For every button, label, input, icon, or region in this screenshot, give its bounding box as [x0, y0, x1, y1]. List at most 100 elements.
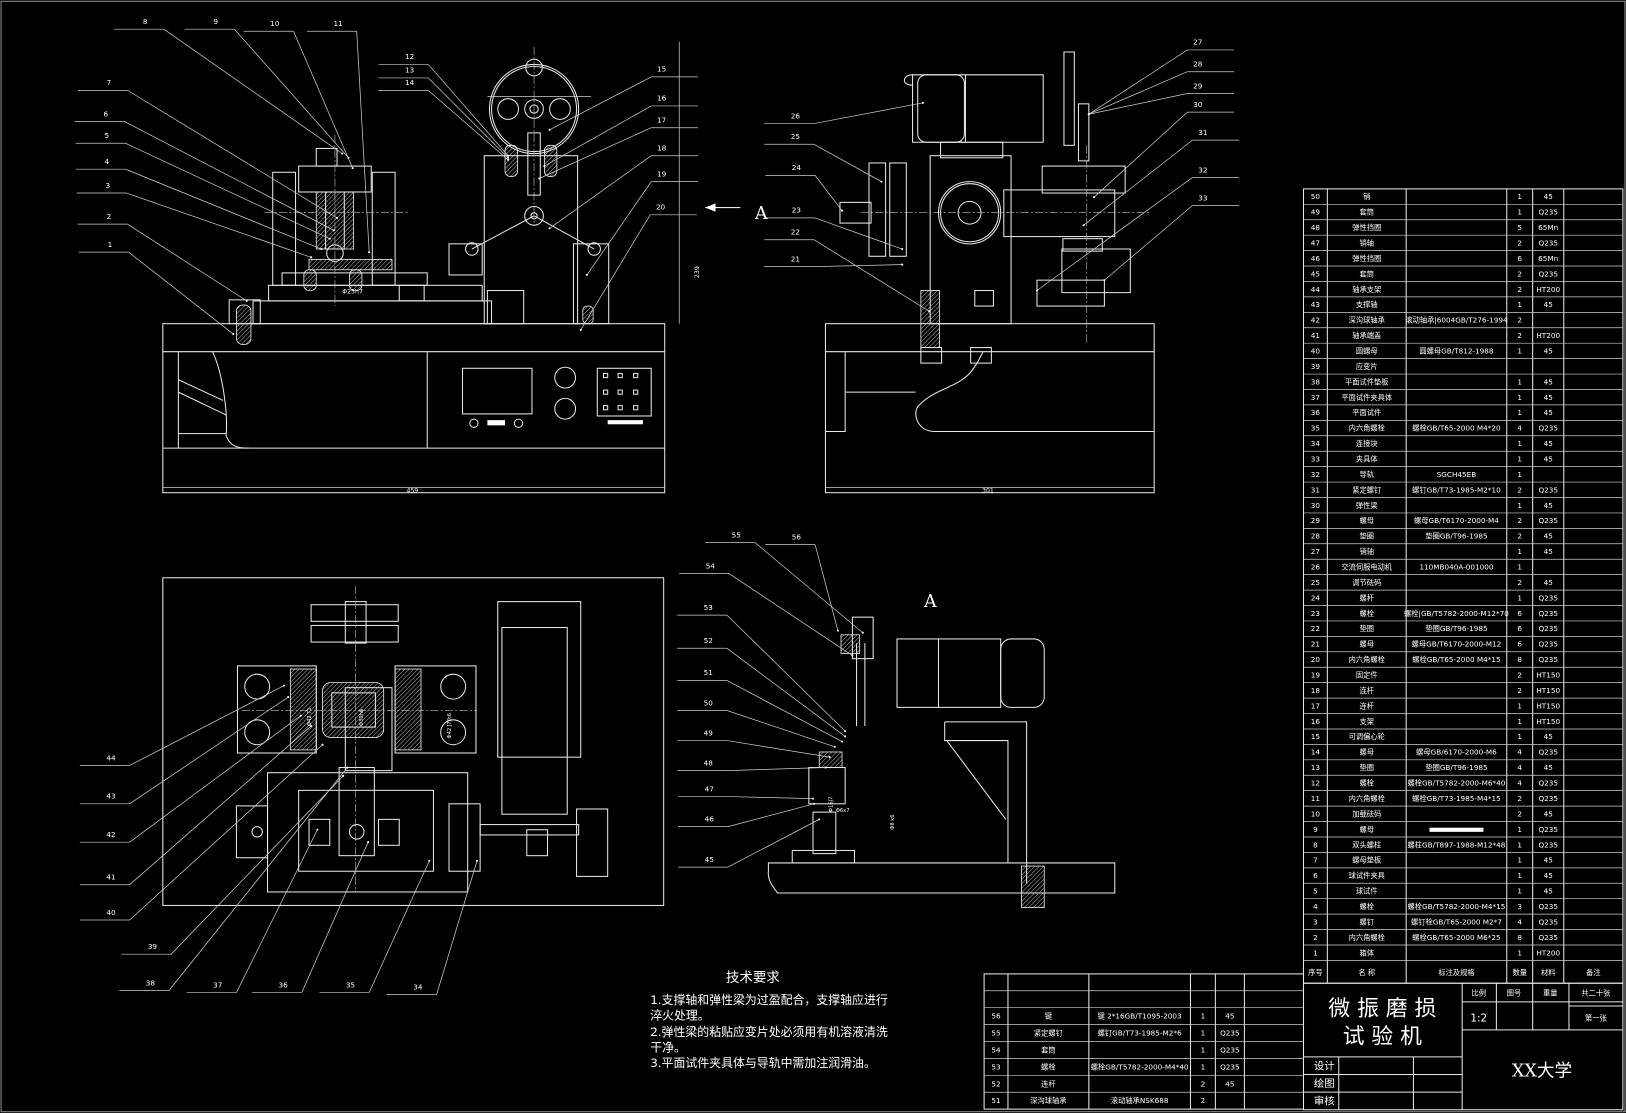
callout-leader [814, 544, 839, 631]
parts-cell-name: 圆螺母 [1356, 346, 1378, 355]
parts-cell-no: 42 [1311, 316, 1320, 325]
callout-number: 39 [148, 942, 158, 951]
parts-cell-material: Q235 [1538, 485, 1558, 494]
parts-cell-no: 3 [1313, 917, 1318, 926]
parts-cell-no: 18 [1311, 686, 1321, 695]
parts-cell-qty: 1 [1517, 393, 1522, 402]
parts-cell-material: Q235 [1538, 655, 1558, 664]
weight-label: 重量 [1543, 989, 1558, 998]
callout-17: 17 [538, 116, 698, 180]
callout-39: 39 [121, 774, 345, 955]
callout-leader [168, 767, 348, 991]
callout-dot [901, 263, 904, 266]
callout-50: 50 [677, 698, 836, 748]
callout-leader [549, 155, 652, 229]
parts-cell-material: 45 [1544, 732, 1553, 741]
parts-cell-no: 25 [1311, 578, 1320, 587]
parts-cell-name: 弹性挡圈 [1352, 254, 1381, 263]
parts-cell-spec: 螺栓GB/T65-2000 M6*25 [1412, 933, 1500, 942]
drafter-label: 绘图 [1314, 1077, 1335, 1090]
parts-cell-material: 45 [1544, 439, 1553, 448]
front-view [162, 46, 666, 494]
callout-49: 49 [677, 728, 831, 759]
callout-dot [332, 229, 335, 232]
parts-cell-spec: 螺栓GB/T5782-2000-M4*40 [1091, 1062, 1189, 1071]
parts-cell-qty: 1 [1517, 470, 1522, 479]
callout-38: 38 [119, 766, 349, 991]
callout-number: 24 [792, 163, 802, 172]
parts-cell-no: 16 [1311, 717, 1321, 726]
callout-dot [1035, 289, 1039, 292]
parts-cell-no: 44 [1311, 285, 1321, 294]
dim-shaft-d: Φ8 k6 [890, 814, 896, 829]
callout-number: 44 [106, 753, 116, 762]
parts-cell-material: Q235 [1538, 933, 1558, 942]
dim-side-width: 301 [982, 488, 994, 495]
parts-cell-name: 弹性梁 [1356, 501, 1378, 510]
parts-cell-qty: 5 [1517, 223, 1522, 232]
parts-cell-name: 平面试件 [1352, 408, 1381, 417]
parts-cell-no: 6 [1313, 871, 1318, 880]
callout-16: 16 [543, 94, 698, 168]
parts-cell-qty: 1 [1201, 1012, 1206, 1021]
callout-dot [321, 743, 324, 746]
parts-cell-no: 26 [1311, 563, 1321, 572]
parts-cell-qty: 1 [1517, 208, 1522, 217]
parts-cell-material: Q235 [1220, 1029, 1240, 1038]
parts-cell-material: 45 [1544, 809, 1553, 818]
parts-cell-name: 销轴 [1359, 547, 1374, 556]
parts-cell-material: Q235 [1538, 208, 1558, 217]
parts-cell-qty: 1 [1517, 593, 1522, 602]
callout-40: 40 [79, 743, 324, 921]
parts-cell-no: 50 [1311, 192, 1321, 201]
callout-number: 25 [791, 132, 800, 141]
parts-cell-qty: 2 [1517, 485, 1522, 494]
parts-cell-spec: 圆螺母GB/T812-1988 [1419, 346, 1494, 355]
callout-number: 55 [732, 530, 741, 539]
parts-cell-spec: 垫圈GB/T96-1985 [1425, 624, 1487, 633]
callout-dot [507, 154, 510, 157]
parts-cell-material: 45 [1544, 377, 1553, 386]
parts-cell-qty: 1 [1517, 192, 1522, 201]
parts-cell-no: 1 [1313, 948, 1318, 957]
parts-cell-name: 垫圈 [1359, 624, 1374, 633]
callout-47: 47 [678, 784, 815, 800]
callout-leader [1036, 177, 1193, 291]
parts-cell-name: 销轴 [1359, 238, 1374, 247]
callout-51: 51 [677, 668, 844, 743]
callout-number: 27 [1193, 38, 1202, 47]
callout-leader [436, 860, 478, 995]
parts-cell-no: 41 [1311, 331, 1320, 340]
parts-header-spec: 标注及规格 [1438, 968, 1475, 977]
parts-cell-qty: 1 [1517, 840, 1522, 849]
parts-cell-no: 32 [1311, 470, 1320, 479]
dim-pin-fit: Φ6x7 [836, 808, 850, 814]
parts-cell-name: 支架 [1359, 717, 1374, 726]
callout-dot [828, 756, 831, 759]
callout-number: 43 [106, 792, 116, 801]
dim-shaft-fit: Φ25h7 [342, 289, 363, 296]
parts-cell-qty: 4 [1517, 779, 1522, 788]
callout-leader [580, 214, 651, 331]
parts-cell-name: 螺栓 [1041, 1062, 1056, 1071]
view-a [767, 616, 1116, 908]
callout-dot [1103, 279, 1106, 282]
parts-cell-no: 23 [1311, 609, 1321, 618]
callout-7: 7 [77, 78, 339, 219]
callout-dot [341, 152, 344, 155]
callout-41: 41 [79, 725, 313, 886]
parts-cell-material: 45 [1544, 578, 1553, 587]
